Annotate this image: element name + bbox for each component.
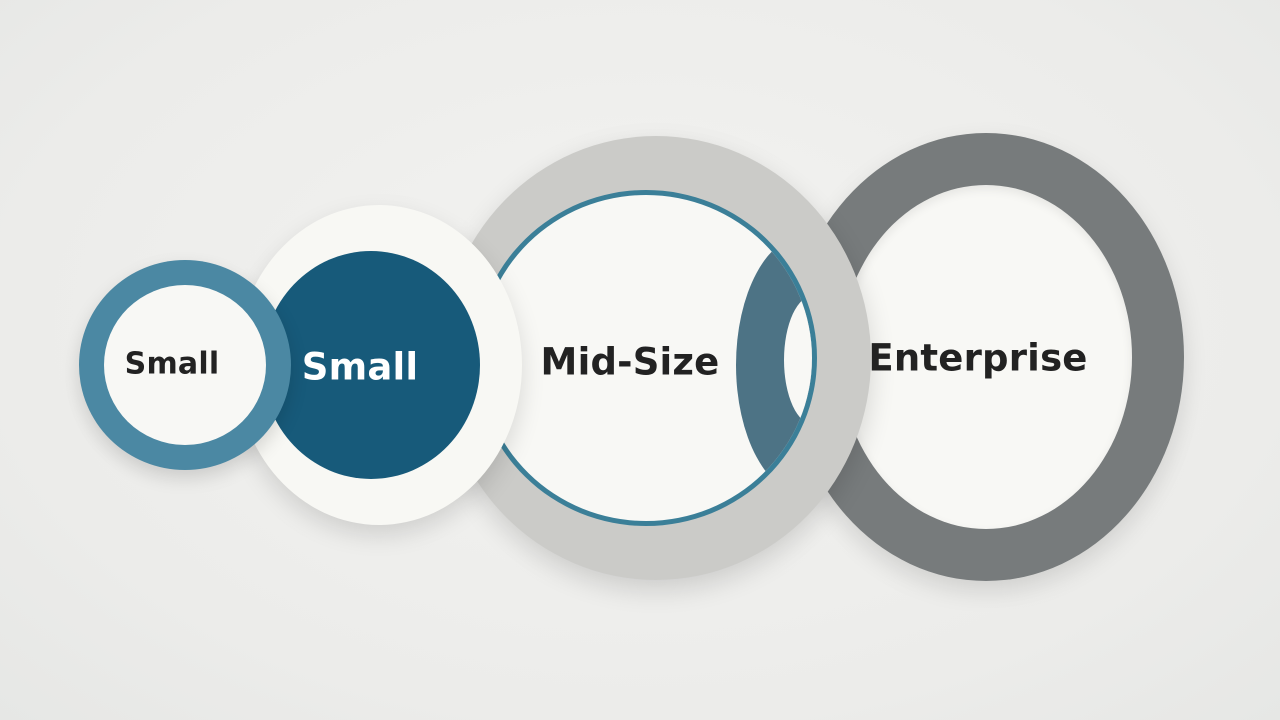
small-1-label: Small [124, 346, 220, 382]
small-2-disc [262, 251, 480, 479]
small-2-label: Small [301, 345, 419, 389]
mid-size-label: Mid-Size [540, 340, 720, 384]
enterprise-inner [840, 185, 1132, 529]
enterprise-label: Enterprise [868, 336, 1088, 380]
small-1-inner [104, 285, 266, 445]
mid-size-inner [475, 190, 817, 526]
